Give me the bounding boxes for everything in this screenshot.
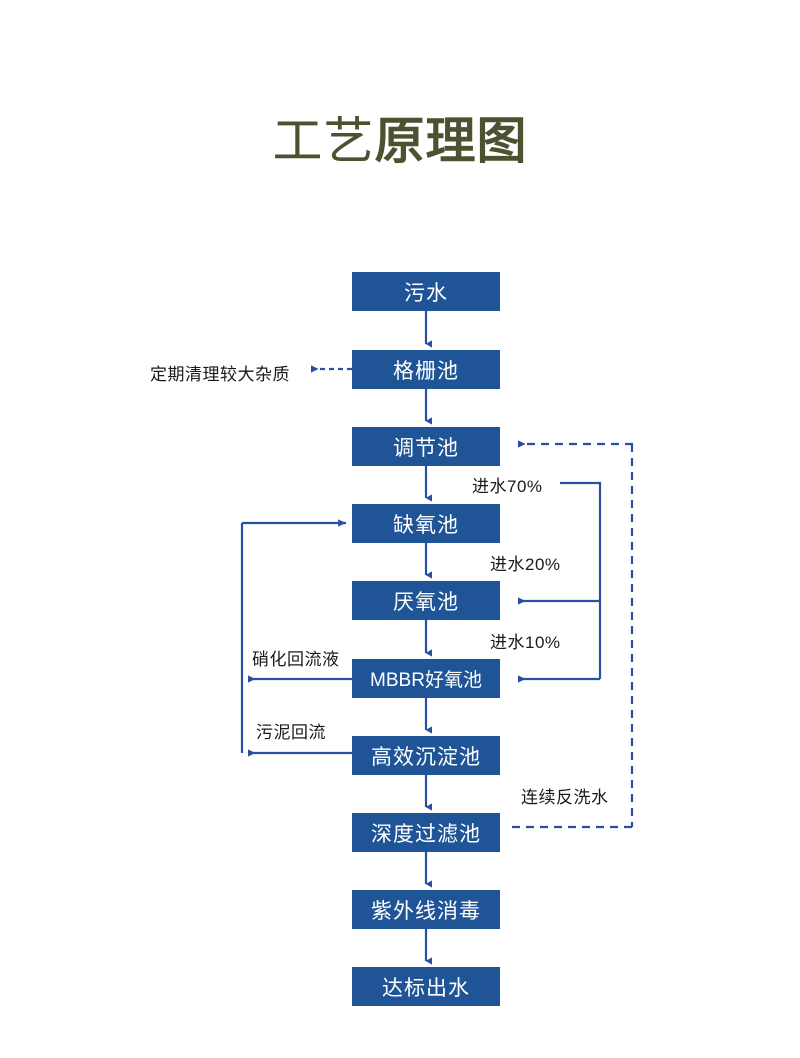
node-regulate-tank[interactable]: 调节池 (352, 427, 500, 466)
label-influent-20: 进水20% (490, 555, 561, 574)
node-sediment-tank[interactable]: 高效沉淀池 (352, 736, 500, 775)
node-grid-tank[interactable]: 格栅池 (352, 350, 500, 389)
node-anaerobic-tank[interactable]: 厌氧池 (352, 581, 500, 620)
label-nitrification-return: 硝化回流液 (252, 650, 340, 669)
label-influent-70: 进水70% (472, 477, 543, 496)
page-title-light: 工艺 (272, 113, 375, 169)
node-mbbr-tank[interactable]: MBBR好氧池 (352, 659, 500, 698)
label-clean-debris: 定期清理较大杂质 (150, 365, 290, 384)
node-anoxic-tank[interactable]: 缺氧池 (352, 504, 500, 543)
node-filter-tank[interactable]: 深度过滤池 (352, 813, 500, 852)
label-sludge-return: 污泥回流 (256, 723, 326, 742)
node-sewage[interactable]: 污水 (352, 272, 500, 311)
page-title-bold: 原理图 (374, 113, 528, 169)
node-uv-tank[interactable]: 紫外线消毒 (352, 890, 500, 929)
page-title: 工艺原理图 (0, 116, 800, 166)
label-influent-10: 进水10% (490, 633, 561, 652)
label-continuous-backwash: 连续反洗水 (521, 788, 609, 807)
node-effluent[interactable]: 达标出水 (352, 967, 500, 1006)
